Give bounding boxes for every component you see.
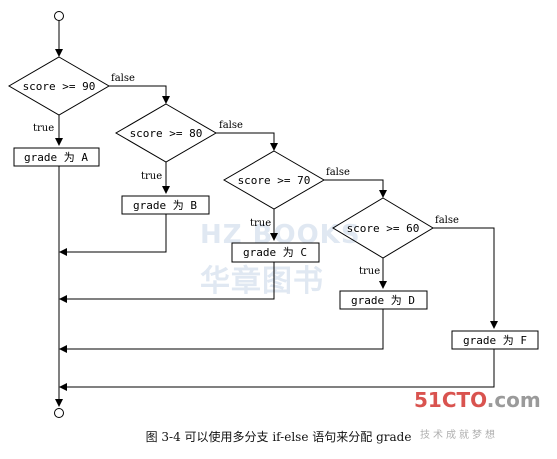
process-grade-d-label: grade 为 D: [351, 294, 415, 307]
edge-label-true-1: true: [33, 123, 54, 134]
site-logo-main: 51CTO: [414, 388, 487, 412]
edge-label-false-2: false: [219, 120, 243, 131]
process-grade-a: [13, 147, 100, 167]
process-grade-c: [231, 242, 320, 263]
edge-label-true-2: true: [141, 171, 162, 182]
figure-caption: 图 3-4 可以使用多分支 if-else 语句来分配 grade: [145, 430, 412, 444]
process-grade-f: [451, 330, 539, 350]
end-node: [54, 408, 64, 418]
site-logo-tagline: 技术成就梦想: [420, 430, 498, 441]
decision-score-90-label: score >= 90: [23, 80, 96, 93]
edge-label-false-3: false: [326, 167, 350, 178]
process-grade-c-label: grade 为 C: [243, 246, 307, 259]
decision-score-70-label: score >= 70: [238, 174, 311, 187]
edge-label-true-4: true: [359, 266, 380, 277]
decision-score-80-label: score >= 80: [130, 127, 203, 140]
edge-label-true-3: true: [250, 218, 271, 229]
process-grade-f-label: grade 为 F: [463, 334, 527, 347]
site-logo: 51CTO.com: [414, 388, 541, 412]
start-node: [54, 11, 64, 21]
edge-label-false-1: false: [111, 73, 135, 84]
watermark-line1: HZ BOOKS: [200, 220, 361, 250]
process-grade-b-label: grade 为 B: [133, 199, 197, 212]
site-logo-suffix: .com: [486, 388, 541, 412]
decision-score-60-label: score >= 60: [347, 222, 420, 235]
watermark-line2: 华章图书: [200, 264, 324, 299]
edge-label-false-4: false: [435, 215, 459, 226]
process-grade-a-label: grade 为 A: [24, 151, 88, 164]
watermark: HZ BOOKS 华章图书: [200, 220, 361, 300]
